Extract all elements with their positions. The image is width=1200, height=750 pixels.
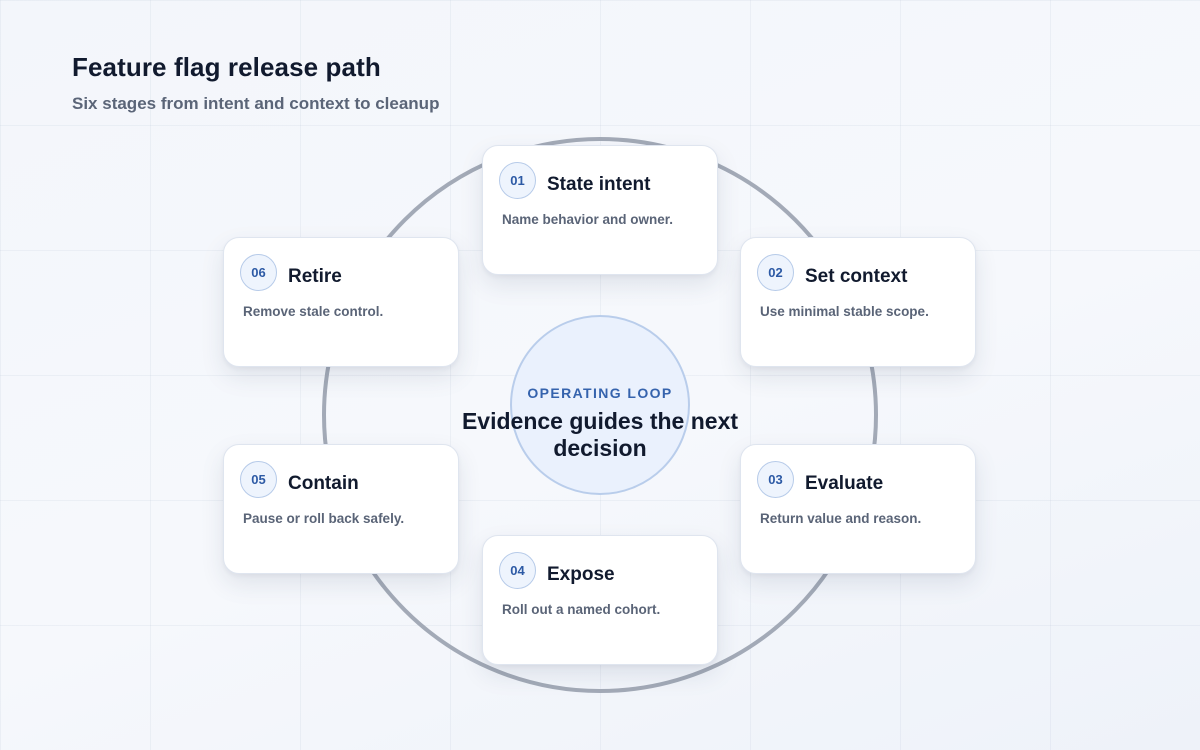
stage-number-badge: 06 <box>240 254 277 291</box>
page-subtitle: Six stages from intent and context to cl… <box>72 94 440 113</box>
stage-card-contain: 05 Contain Pause or roll back safely. <box>223 444 459 574</box>
hub-circle <box>510 315 690 495</box>
stage-description: Name behavior and owner. <box>502 212 674 227</box>
stage-title: Expose <box>547 564 615 585</box>
stage-description: Pause or roll back safely. <box>243 511 405 526</box>
stage-description: Use minimal stable scope. <box>760 304 929 319</box>
stage-number-badge: 03 <box>757 461 794 498</box>
stage-card-expose: 04 Expose Roll out a named cohort. <box>482 535 718 665</box>
stage-description: Return value and reason. <box>760 511 922 526</box>
stage-title: Retire <box>288 266 342 287</box>
stage-title: Set context <box>805 266 908 287</box>
stage-card-state-intent: 01 State intent Name behavior and owner. <box>482 145 718 275</box>
stage-card-retire: 06 Retire Remove stale control. <box>223 237 459 367</box>
stage-title: State intent <box>547 174 651 195</box>
stage-title: Contain <box>288 473 359 494</box>
stage-title: Evaluate <box>805 473 884 494</box>
stage-card-set-context: 02 Set context Use minimal stable scope. <box>740 237 976 367</box>
hub-text: Evidence guides the next decision <box>461 408 739 461</box>
stage-number-badge: 05 <box>240 461 277 498</box>
stage-number-badge: 02 <box>757 254 794 291</box>
hub-label: OPERATING LOOP <box>527 385 673 401</box>
stage-description: Roll out a named cohort. <box>502 602 661 617</box>
stage-description: Remove stale control. <box>243 304 384 319</box>
stage-number-badge: 01 <box>499 162 536 199</box>
stage-card-evaluate: 03 Evaluate Return value and reason. <box>740 444 976 574</box>
stage-number-badge: 04 <box>499 552 536 589</box>
page-title: Feature flag release path <box>72 52 381 82</box>
